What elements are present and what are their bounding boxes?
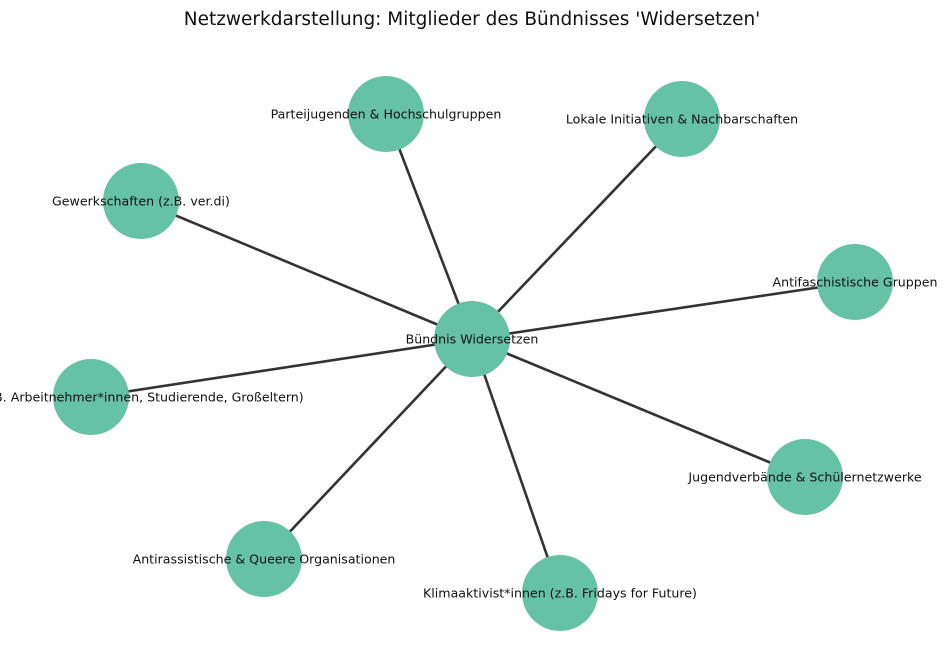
edge-center-antifa [471,280,856,341]
node-jugendverbaende[interactable] [767,439,843,515]
node-label-jugendverbaende: Jugendverbände & Schülernetzwerke [687,470,921,485]
edge-center-klima [470,338,562,594]
node-label-center: Bündnis Widersetzen [406,332,539,347]
edges-group [90,113,856,594]
node-klima[interactable] [522,555,598,631]
edge-center-einzelpersonen [90,337,473,399]
edge-center-jugendverbaende [471,337,806,479]
node-parteijugenden[interactable] [348,76,424,152]
node-antirassistische[interactable] [226,521,302,597]
diagram-title: Netzwerkdarstellung: Mitglieder des Bünd… [184,9,761,30]
node-label-antirassistische: Antirassistische & Queere Organisationen [133,552,396,567]
node-antifa[interactable] [817,244,893,320]
edge-center-lokale [471,118,683,340]
node-label-parteijugenden: Parteijugenden & Hochschulgruppen [271,107,502,122]
node-einzelpersonen[interactable] [53,359,129,435]
node-label-einzelpersonen: Einzelpersonen (z.B. Arbeitnehmer*innen,… [0,390,304,405]
edge-center-parteijugenden [384,113,474,340]
node-label-antifa: Antifaschistische Gruppen [772,275,937,290]
edge-center-antirassistische [263,338,473,560]
node-label-gewerkschaften: Gewerkschaften (z.B. ver.di) [52,194,230,209]
edge-center-gewerkschaften [140,199,473,341]
node-center[interactable] [434,301,510,377]
labels-group: Bündnis Widersetzen Parteijugenden & Hoch… [0,107,938,601]
nodes-group [53,76,893,631]
node-label-lokale: Lokale Initiativen & Nachbarschaften [566,112,798,127]
node-gewerkschaften[interactable] [103,163,179,239]
node-label-klima: Klimaaktivist*innen (z.B. Fridays for Fu… [423,586,697,601]
node-lokale[interactable] [644,81,720,157]
